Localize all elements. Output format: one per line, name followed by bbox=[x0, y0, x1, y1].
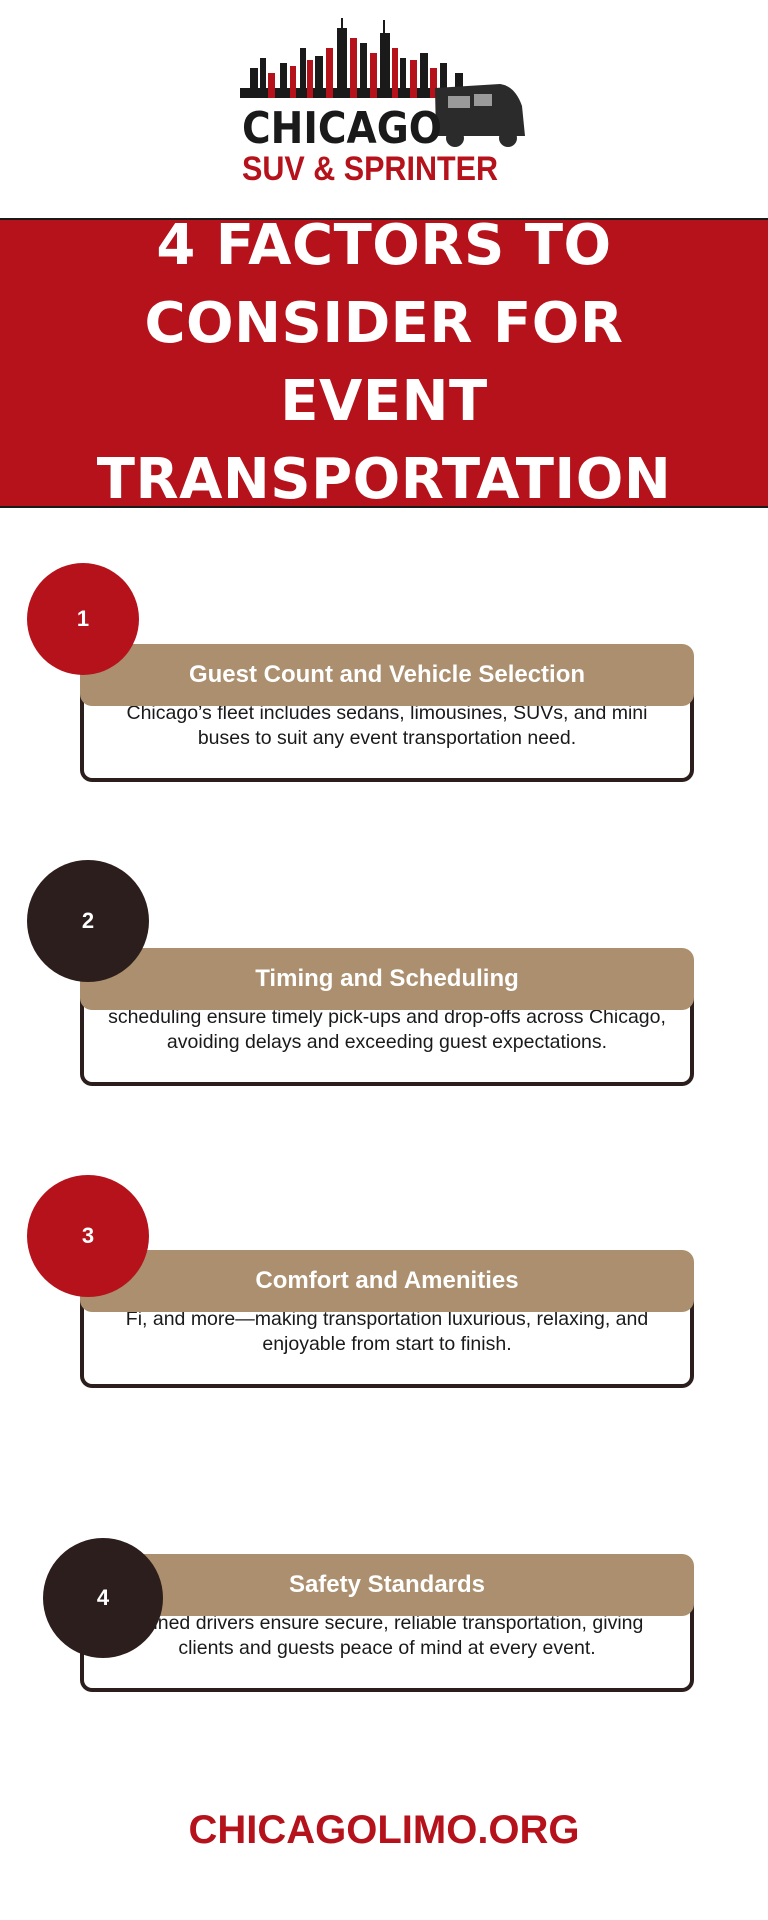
page-title: 4 FACTORS TO CONSIDER FOR EVENT TRANSPOR… bbox=[96, 213, 672, 512]
factor-number-badge-4: 4 bbox=[43, 1538, 163, 1658]
factor-number-3: 3 bbox=[81, 1223, 95, 1248]
factor-number-badge-1: 1 bbox=[27, 563, 139, 675]
factor-heading-1: Guest Count and Vehicle Selection bbox=[188, 661, 586, 688]
logo-line1: CHICAGO bbox=[242, 103, 442, 154]
website-link[interactable]: CHICAGOLIMO.ORG bbox=[188, 1808, 580, 1852]
factor-heading-bar-1: Guest Count and Vehicle Selection bbox=[80, 644, 694, 706]
title-banner: 4 FACTORS TO CONSIDER FOR EVENT TRANSPOR… bbox=[0, 213, 768, 512]
logo-line2: SUV & SPRINTER bbox=[242, 150, 498, 188]
factor-heading-bar-3: Comfort and Amenities bbox=[80, 1250, 694, 1312]
factor-number-1: 1 bbox=[76, 606, 90, 631]
factor-number-4: 4 bbox=[96, 1585, 110, 1610]
factor-heading-2: Timing and Scheduling bbox=[255, 965, 519, 992]
factor-number-badge-3: 3 bbox=[27, 1175, 149, 1297]
factor-number-2: 2 bbox=[81, 908, 95, 933]
factor-heading-bar-4: Safety Standards bbox=[80, 1554, 694, 1616]
factor-number-badge-2: 2 bbox=[27, 860, 149, 982]
chicago-suv-sprinter-logo: CHICAGO SUV & SPRINTER bbox=[240, 18, 530, 188]
factor-heading-bar-2: Timing and Scheduling bbox=[80, 948, 694, 1010]
factor-heading-4: Safety Standards bbox=[288, 1571, 486, 1598]
factor-heading-3: Comfort and Amenities bbox=[255, 1267, 519, 1294]
